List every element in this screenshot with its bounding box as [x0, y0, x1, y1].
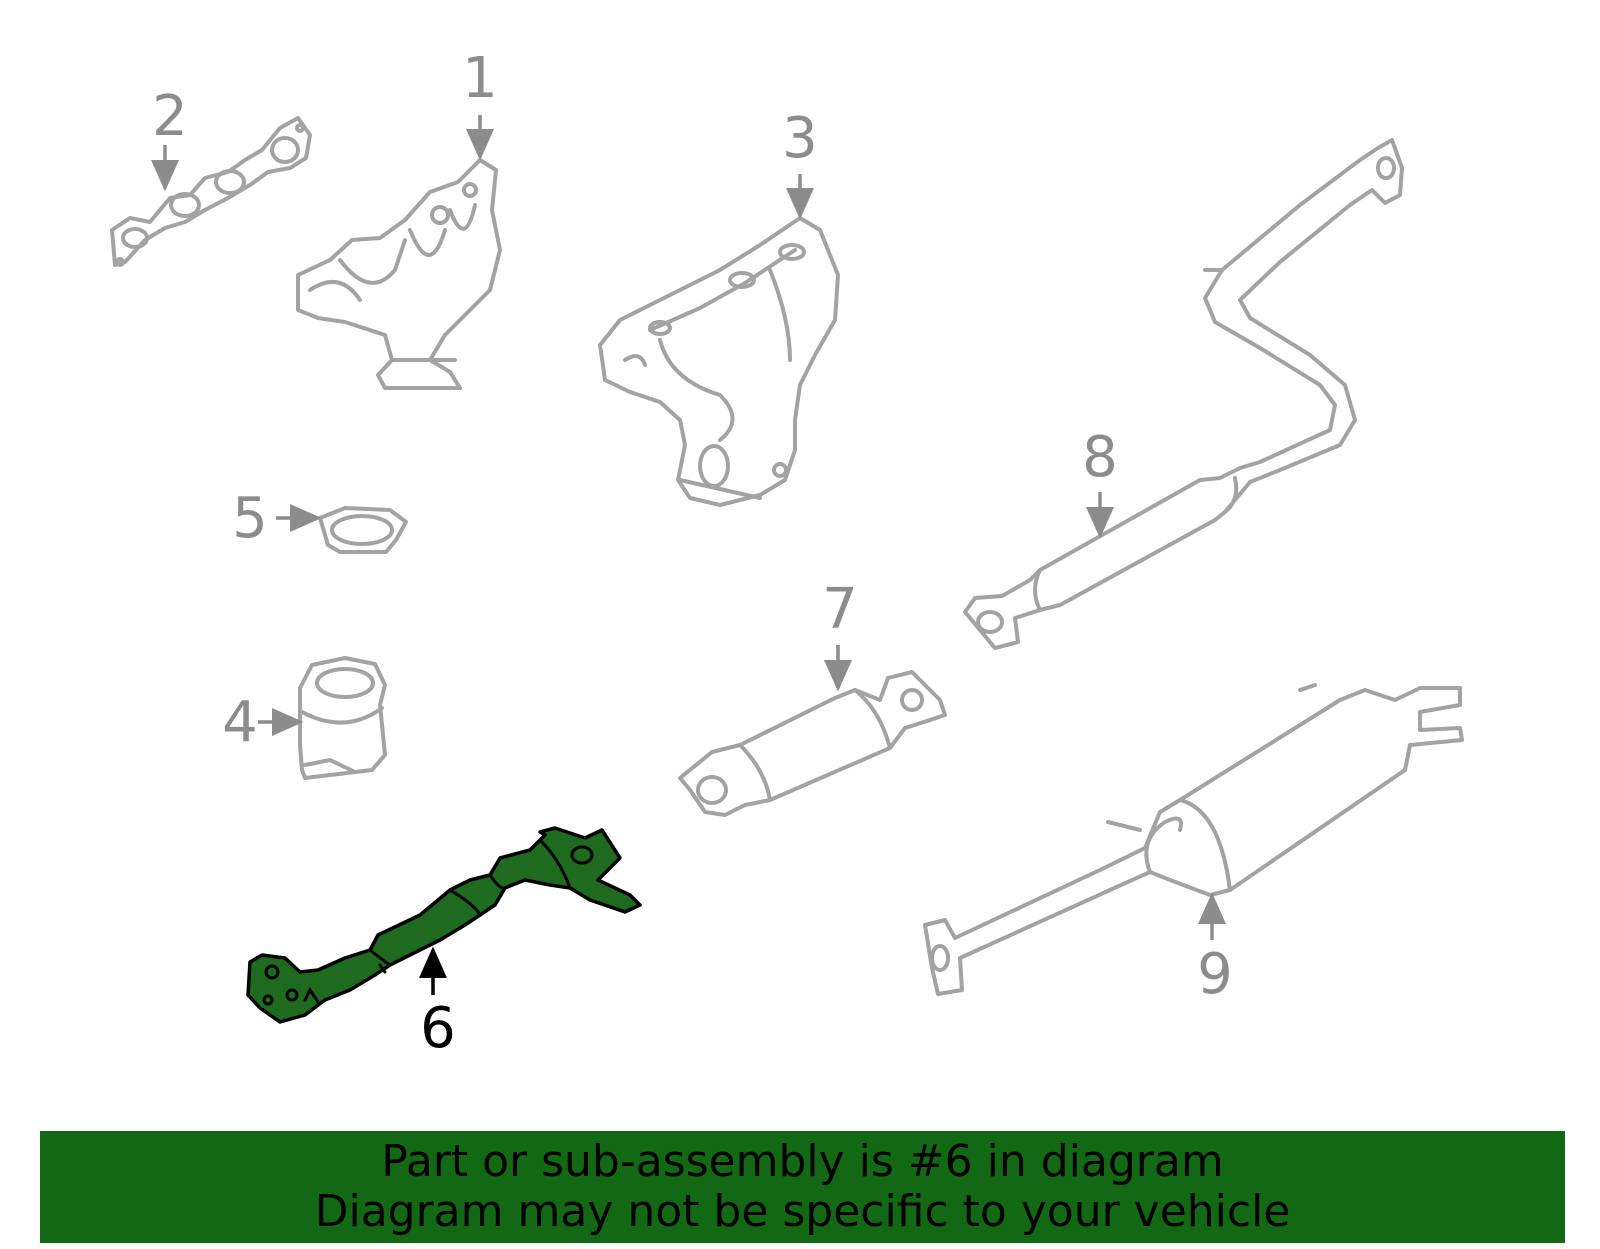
part-6-front-pipe-highlighted — [246, 826, 642, 1024]
callout-9-label: 9 — [1197, 942, 1233, 1007]
part-9-muffler — [923, 683, 1464, 996]
part-5-gasket — [318, 506, 408, 554]
callout-1-label: 1 — [462, 46, 498, 111]
callout-7-label: 7 — [822, 577, 858, 642]
callout-5-label: 5 — [232, 486, 268, 551]
part-7-catalytic-converter — [678, 670, 947, 817]
banner-line-1: Part or sub-assembly is #6 in diagram — [381, 1136, 1224, 1187]
callout-8-label: 8 — [1082, 425, 1118, 490]
callout-4-label: 4 — [222, 690, 258, 755]
banner-line-2: Diagram may not be specific to your vehi… — [314, 1186, 1291, 1237]
info-banner: Part or sub-assembly is #6 in diagram Di… — [40, 1131, 1565, 1243]
callout-6-label: 6 — [420, 996, 456, 1061]
callout-3-label: 3 — [782, 106, 818, 171]
part-4-catalytic-converter — [298, 656, 387, 780]
callout-2-label: 2 — [152, 84, 188, 149]
part-2-manifold-gasket — [110, 116, 312, 267]
part-8-center-pipe — [963, 138, 1404, 650]
part-1-exhaust-manifold — [296, 158, 502, 390]
part-3-heat-shield — [598, 216, 840, 507]
